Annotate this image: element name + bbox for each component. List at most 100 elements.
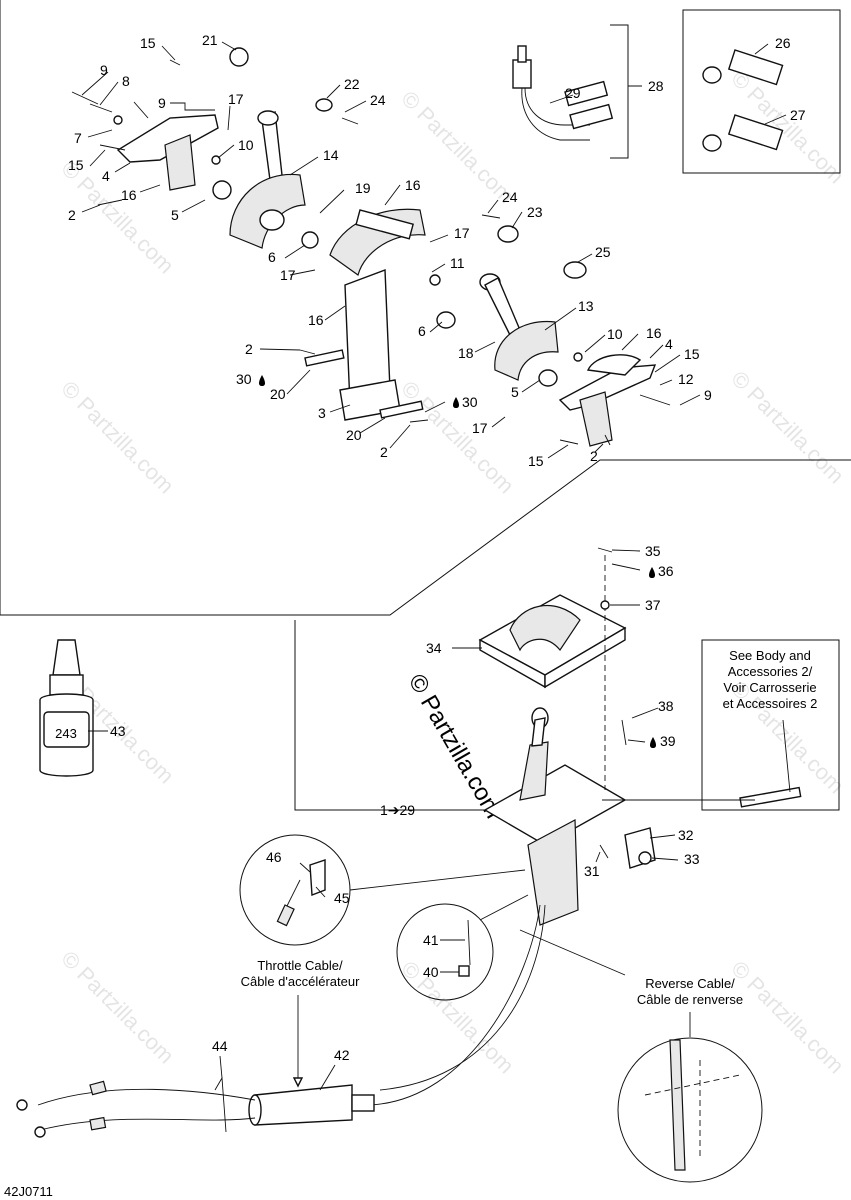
callout-4: 4 (665, 336, 673, 352)
callout-25: 25 (595, 244, 611, 260)
callout-10: 10 (607, 326, 623, 342)
drop-icon (650, 737, 656, 748)
callout-11: 11 (450, 255, 465, 271)
callout-16: 16 (646, 325, 662, 341)
callout-17: 17 (454, 225, 470, 241)
callout-26: 26 (775, 35, 791, 51)
callout-5: 5 (171, 207, 179, 223)
callout-9: 9 (100, 62, 108, 78)
callout-44: 44 (212, 1038, 228, 1054)
callout-43: 43 (110, 723, 126, 739)
callout-18: 18 (458, 345, 474, 361)
callout-6: 6 (268, 249, 276, 265)
watermark: © Partzilla.com (726, 366, 849, 489)
callout-17: 17 (280, 267, 296, 283)
callout-19: 19 (355, 180, 371, 196)
watermark-brand: © Partzilla.com (403, 670, 507, 824)
callout-27: 27 (790, 107, 806, 123)
reverse-cable-label-1: Reverse Cable/ (645, 976, 735, 991)
right-lever-assembly (479, 214, 671, 447)
callout-30: 30 (462, 394, 478, 410)
callout-34: 34 (426, 640, 442, 656)
callout-40: 40 (423, 964, 439, 980)
see-body-line4: et Accessoires 2 (723, 696, 818, 711)
callout-16: 16 (308, 312, 324, 328)
loctite-drop-icons (259, 375, 656, 748)
cable-labels: Throttle Cable/ Câble d'accélérateur Rev… (241, 958, 744, 1007)
see-body-line3: Voir Carrosserie (723, 680, 816, 695)
callout-5: 5 (511, 384, 519, 400)
callout-15: 15 (684, 346, 700, 362)
callout-16: 16 (121, 187, 137, 203)
callout-32: 32 (678, 827, 694, 843)
callout-20: 20 (270, 386, 286, 402)
callout-15: 15 (528, 453, 544, 469)
callout-31: 31 (584, 863, 600, 879)
callout-24: 24 (370, 92, 386, 108)
shifter-assembly (478, 547, 802, 926)
leader-lines (81, 41, 787, 1091)
left-lever-assembly (71, 47, 359, 249)
callout-2: 2 (245, 341, 253, 357)
callout-12: 12 (678, 371, 694, 387)
callout-20: 20 (346, 427, 362, 443)
callout-16: 16 (405, 177, 421, 193)
callout-10: 10 (238, 137, 254, 153)
callout-30: 30 (236, 371, 252, 387)
callout-15: 15 (68, 157, 84, 173)
watermark: © Partzilla.com (56, 946, 179, 1069)
callout-33: 33 (684, 851, 700, 867)
callout-29: 29 (565, 85, 581, 101)
callout-38: 38 (658, 698, 674, 714)
callout-9: 9 (704, 387, 712, 403)
callout-3: 3 (318, 405, 326, 421)
callout-23: 23 (527, 204, 543, 220)
see-body-note: See Body and Accessories 2/ Voir Carross… (701, 639, 840, 811)
detail-circles (239, 834, 763, 1183)
callout-17: 17 (472, 420, 488, 436)
drop-icon (649, 567, 655, 578)
cables (16, 904, 546, 1138)
callout-8: 8 (122, 73, 130, 89)
callout-37: 37 (645, 597, 661, 613)
callout-13: 13 (578, 298, 594, 314)
drop-icon (259, 375, 265, 386)
callout-1-29: 1➔29 (380, 802, 415, 818)
see-body-line2: Accessories 2/ (728, 664, 813, 679)
callout-28: 28 (648, 78, 664, 94)
callout-9: 9 (158, 95, 166, 111)
callout-24: 24 (502, 189, 518, 205)
callout-2: 2 (380, 444, 388, 460)
center-housing (299, 208, 456, 423)
callouts: 15 21 9 8 9 17 22 24 7 10 15 14 4 16 19 … (68, 32, 806, 1063)
watermark: © Partzilla.com (726, 956, 849, 1079)
callout-21: 21 (202, 32, 218, 48)
callout-39: 39 (660, 733, 676, 749)
callout-4: 4 (102, 168, 110, 184)
callout-41: 41 (423, 932, 439, 948)
loctite-bottle: 243 (39, 639, 94, 777)
callout-46: 46 (266, 849, 282, 865)
drop-icon (453, 397, 459, 408)
throttle-cable-label-2: Câble d'accélérateur (241, 974, 360, 989)
diagram-code: 42J0711 (4, 1184, 53, 1199)
callout-7: 7 (74, 130, 82, 146)
callout-17: 17 (228, 91, 244, 107)
callout-36: 36 (658, 563, 674, 579)
loctite-number: 243 (55, 726, 77, 741)
watermark: © Partzilla.com (396, 376, 519, 499)
callout-42: 42 (334, 1047, 350, 1063)
callout-2: 2 (590, 448, 598, 464)
callout-2: 2 (68, 207, 76, 223)
see-body-line1: See Body and (729, 648, 811, 663)
callout-22: 22 (344, 76, 360, 92)
throttle-cable-label-1: Throttle Cable/ (257, 958, 343, 973)
switch-parts (512, 45, 784, 152)
frame-lines (0, 0, 851, 811)
reverse-cable-label-2: Câble de renverse (637, 992, 743, 1007)
callout-14: 14 (323, 147, 339, 163)
callout-15: 15 (140, 35, 156, 51)
callout-35: 35 (645, 543, 661, 559)
callout-45: 45 (334, 890, 350, 906)
